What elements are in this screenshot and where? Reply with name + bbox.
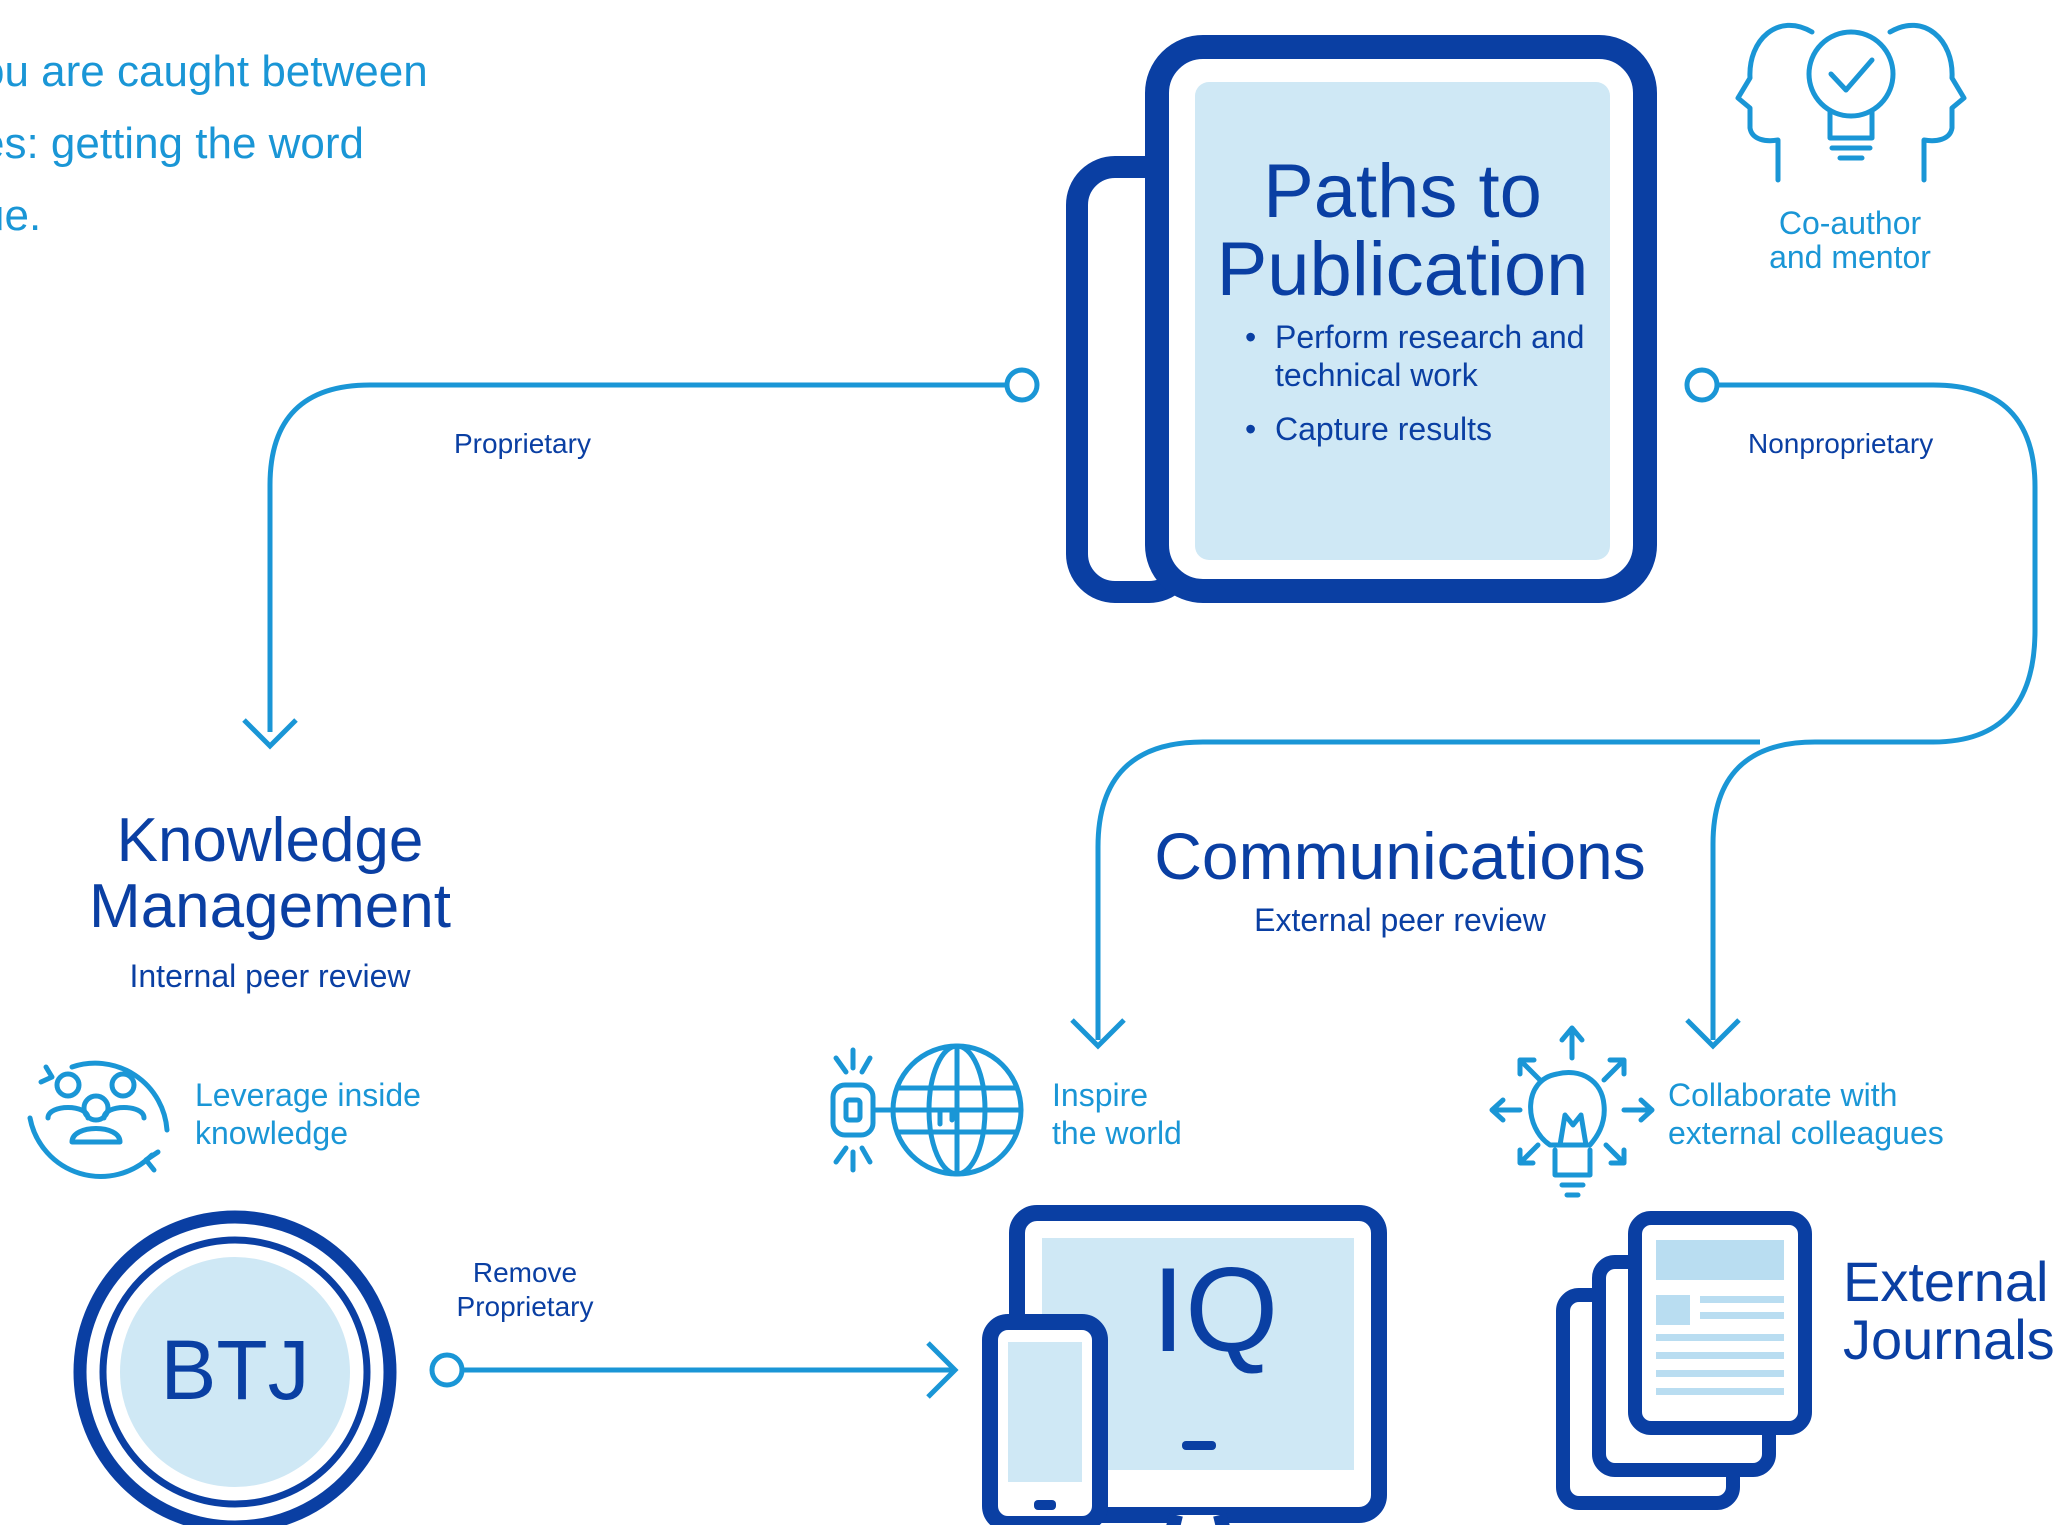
collaborate-label-line2: external colleagues	[1668, 1115, 1944, 1151]
communications-title: Communications	[1154, 819, 1646, 893]
bullet-item: Capture results	[1245, 410, 1605, 448]
lightbulb-arrows-icon	[1489, 1025, 1655, 1198]
bullet-item: Perform research and technical work	[1245, 318, 1605, 394]
collaborate-label-line1: Collaborate with	[1668, 1077, 1898, 1113]
paths-title-line1: Paths to	[1263, 149, 1542, 234]
iq-label: IQ	[1151, 1243, 1279, 1377]
knowledge-title-line1: Knowledge	[116, 806, 424, 875]
lightbulb-heads-icon	[1735, 23, 1967, 183]
intro-line: ue.	[0, 191, 42, 240]
communications-connector	[1070, 739, 1760, 1050]
paths-title-line2: Publication	[1216, 227, 1589, 312]
leverage-label-line2: knowledge	[195, 1115, 348, 1151]
intro-text: ou are caught between es: getting the wo…	[0, 36, 428, 252]
nonproprietary-connector	[1684, 367, 2038, 1050]
team-cycle-icon	[27, 1060, 170, 1179]
proprietary-label: Proprietary	[454, 428, 591, 459]
btj-label: BTJ	[160, 1323, 310, 1417]
journals-stack-icon	[1556, 1211, 1812, 1510]
remove-proprietary-connector	[429, 1341, 959, 1399]
knowledge-subtitle: Internal peer review	[129, 958, 411, 994]
knowledge-title-line2: Management	[89, 872, 451, 941]
journals-label-line1: External	[1843, 1250, 2049, 1313]
remove-proprietary-label-line1: Remove	[472, 1257, 578, 1288]
inspire-label-line1: Inspire	[1052, 1077, 1149, 1113]
btj-seal-icon	[73, 1210, 397, 1525]
proprietary-connector	[242, 367, 1040, 750]
intro-line: ou are caught between	[0, 47, 428, 96]
paths-bullets: Perform research and technical work Capt…	[1245, 318, 1605, 464]
coauthor-label-line1: Co-author	[1778, 205, 1922, 241]
intro-line: es: getting the word	[0, 119, 365, 168]
nonproprietary-label: Nonproprietary	[1748, 428, 1934, 459]
journals-label-line2: Journals	[1843, 1308, 2055, 1371]
inspire-label-line2: the world	[1052, 1115, 1182, 1151]
leverage-label-line1: Leverage inside	[195, 1077, 421, 1113]
key-globe-icon	[830, 1043, 1024, 1177]
communications-subtitle: External peer review	[1254, 902, 1546, 938]
devices-icon	[982, 1205, 1387, 1525]
coauthor-label-line2: and mentor	[1769, 239, 1931, 275]
remove-proprietary-label-line2: Proprietary	[456, 1291, 594, 1322]
